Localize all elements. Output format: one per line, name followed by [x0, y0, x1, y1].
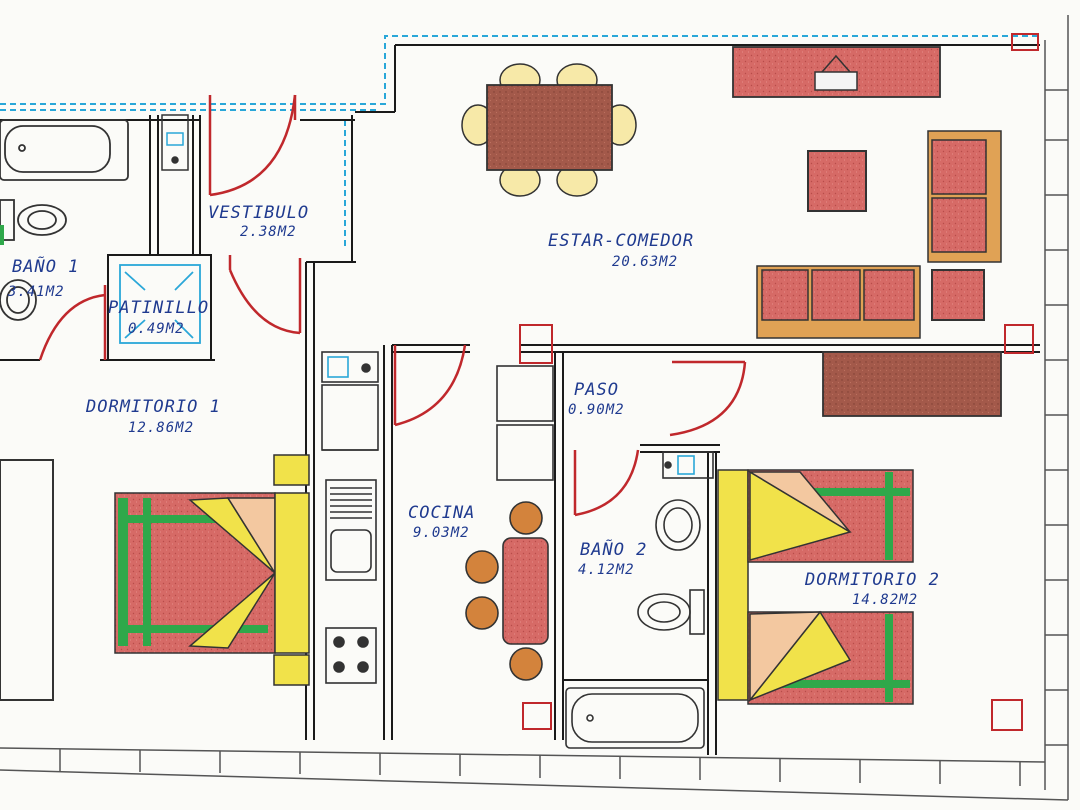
doors	[38, 94, 747, 517]
label-estar-name: ESTAR-COMEDOR	[548, 231, 694, 251]
armchair-pouf	[807, 150, 867, 212]
room-labels: VESTIBULO 2.38M2 BAÑO 1 3.41M2 PATINILLO…	[7, 203, 940, 608]
label-cocina-name: COCINA	[408, 503, 475, 523]
label-dormitorio2-name: DORMITORIO 2	[804, 570, 940, 590]
wardrobe-dorm2	[822, 351, 1002, 417]
kitchen-counter	[321, 351, 379, 451]
kitchen-sink	[325, 479, 377, 581]
bed-dorm1	[114, 454, 310, 686]
label-vestibulo-name: VESTIBULO	[208, 203, 309, 223]
kitchen-stove	[325, 627, 377, 684]
label-estar-area: 20.63M2	[612, 254, 678, 270]
label-bano1-area: 3.41M2	[7, 284, 65, 300]
kitchen-table	[465, 501, 549, 681]
tv-cabinet	[732, 46, 941, 98]
label-dormitorio1-area: 12.86M2	[128, 420, 194, 436]
label-bano2-area: 4.12M2	[578, 562, 635, 578]
bano2-fixtures	[565, 451, 714, 749]
water-heater-1	[161, 114, 189, 171]
bathtub-1	[0, 119, 129, 181]
label-dormitorio2-area: 14.82M2	[852, 592, 918, 608]
wardrobe-dorm1	[0, 459, 54, 701]
dining-table	[486, 84, 613, 171]
exterior-brick-wall	[0, 15, 1069, 801]
label-patinillo-name: PATINILLO	[108, 298, 209, 318]
label-cocina-area: 9.03M2	[413, 525, 470, 541]
columns	[519, 33, 1039, 731]
beds-dorm2	[717, 469, 914, 705]
label-dormitorio1-name: DORMITORIO 1	[85, 397, 221, 417]
patinillo-marks	[119, 264, 201, 344]
side-table	[931, 269, 985, 321]
sofa-right	[927, 130, 1002, 263]
label-vestibulo-area: 2.38M2	[240, 224, 297, 240]
label-bano1-name: BAÑO 1	[12, 255, 79, 277]
sofa-bottom	[756, 265, 921, 339]
label-patinillo-area: 0.49M2	[128, 321, 185, 337]
kitchen-appliances	[496, 365, 554, 481]
sink-1	[0, 279, 37, 321]
label-bano2-name: BAÑO 2	[580, 538, 647, 560]
label-paso-area: 0.90M2	[568, 402, 625, 418]
toilet-1	[0, 199, 67, 245]
label-paso-name: PASO	[574, 380, 619, 400]
